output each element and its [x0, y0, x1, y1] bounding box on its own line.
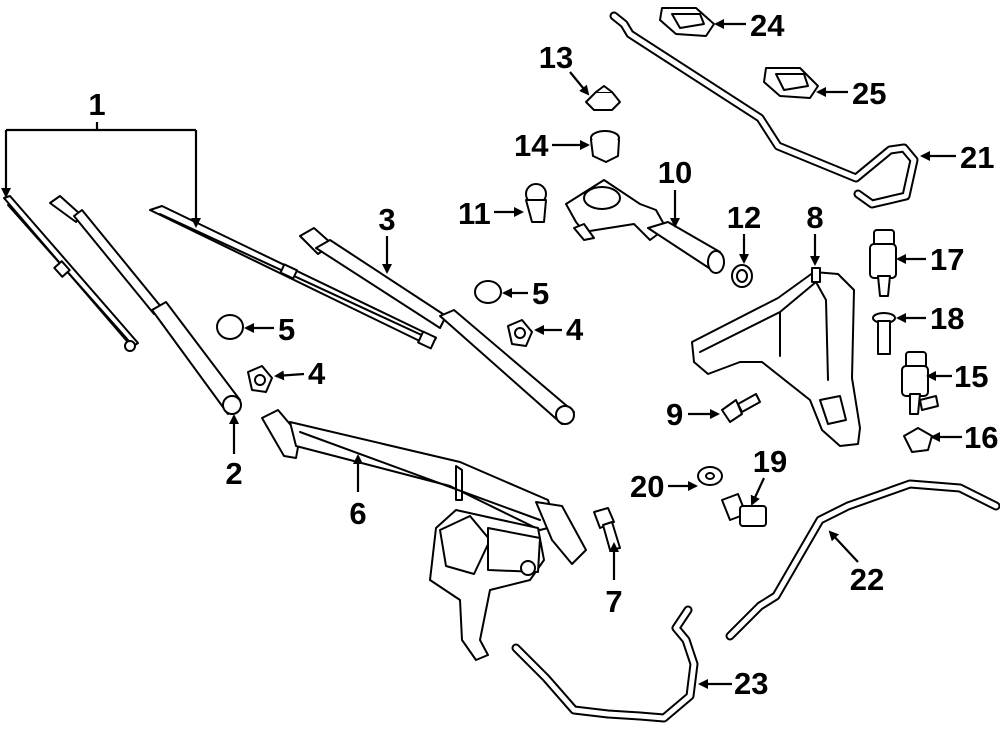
callout-label: 12: [727, 200, 761, 235]
callout-label: 9: [666, 397, 683, 432]
callout-14: 14: [514, 128, 590, 163]
grommet-12: [731, 264, 753, 288]
callout-label: 3: [378, 202, 395, 237]
sensor-19: [721, 493, 767, 527]
callout-22: 22: [828, 530, 884, 597]
hose-23: [511, 605, 699, 723]
cap-left: [216, 314, 244, 340]
callout-5-right: 5: [502, 276, 549, 311]
callout-label: 8: [806, 200, 823, 235]
callout-20: 20: [630, 469, 698, 504]
pump-17: [869, 229, 897, 297]
callout-19: 19: [750, 444, 787, 506]
washer-20: [697, 466, 723, 486]
callout-8: 8: [806, 200, 824, 266]
callout-7: 7: [605, 542, 623, 619]
nut-right-hole: [514, 327, 526, 339]
grommet-16: [903, 427, 933, 453]
callout-label: 7: [605, 584, 622, 619]
callout-label: 4: [566, 312, 584, 347]
callout-5-left: 5: [244, 312, 295, 347]
filler-neck: [565, 179, 725, 274]
wiper-linkage: [261, 409, 587, 565]
seal-14: [590, 130, 620, 163]
callout-label: 22: [850, 562, 884, 597]
callout-label: 4: [308, 356, 326, 391]
callout-1: 1: [1, 87, 201, 228]
callout-label: 20: [630, 469, 664, 504]
callout-25: 25: [816, 76, 886, 111]
callout-3: 3: [378, 202, 396, 274]
wiper-arm-right: [299, 227, 575, 425]
callout-15: 15: [926, 359, 988, 394]
callout-16: 16: [930, 420, 998, 455]
callout-2: 2: [225, 414, 243, 491]
callout-4-right: 4: [534, 312, 584, 347]
pump-15: [901, 351, 939, 415]
callout-label: 23: [734, 666, 768, 701]
callout-label: 21: [960, 140, 994, 175]
callout-label: 11: [458, 196, 491, 231]
hose-22: [725, 479, 1000, 641]
cap-13: [585, 85, 621, 111]
callout-label: 10: [658, 155, 692, 190]
callout-label: 5: [278, 312, 295, 347]
washer-reservoir: [691, 267, 861, 447]
callout-23: 23: [698, 666, 768, 701]
callout-6: 6: [349, 454, 367, 531]
hose-21: [609, 11, 919, 209]
callout-label: 6: [349, 496, 366, 531]
callout-label: 19: [753, 444, 787, 479]
callout-label: 14: [514, 128, 549, 163]
callout-label: 2: [225, 456, 242, 491]
callout-label: 5: [532, 276, 549, 311]
wiper-motor: [429, 509, 545, 661]
callout-label: 15: [954, 359, 988, 394]
callout-label: 16: [964, 420, 998, 455]
wiper-blade-center: [149, 205, 437, 350]
callout-17: 17: [896, 242, 964, 277]
callout-4-left: 4: [274, 356, 326, 391]
callout-label: 17: [930, 242, 964, 277]
seal-18: [872, 312, 896, 355]
callout-11: 11: [458, 196, 524, 231]
callout-label: 13: [539, 40, 573, 75]
bolt-7: [593, 507, 621, 551]
callout-12: 12: [727, 200, 761, 264]
callout-label: 25: [852, 76, 886, 111]
bolt-9: [721, 393, 761, 423]
callout-13: 13: [539, 40, 590, 96]
nozzle-24: [659, 7, 715, 37]
cap-right: [474, 280, 502, 304]
callout-24: 24: [714, 8, 785, 43]
callout-9: 9: [666, 397, 720, 432]
wiper-arm-left: [49, 195, 242, 415]
callout-label: 1: [88, 87, 105, 122]
callout-10: 10: [658, 155, 692, 228]
callout-18: 18: [896, 301, 964, 336]
callout-label: 18: [930, 301, 964, 336]
clip-11: [525, 183, 547, 223]
nozzle-25: [763, 67, 819, 99]
nut-left-hole: [254, 374, 266, 386]
callout-label: 24: [750, 8, 785, 43]
callout-21: 21: [920, 140, 994, 175]
